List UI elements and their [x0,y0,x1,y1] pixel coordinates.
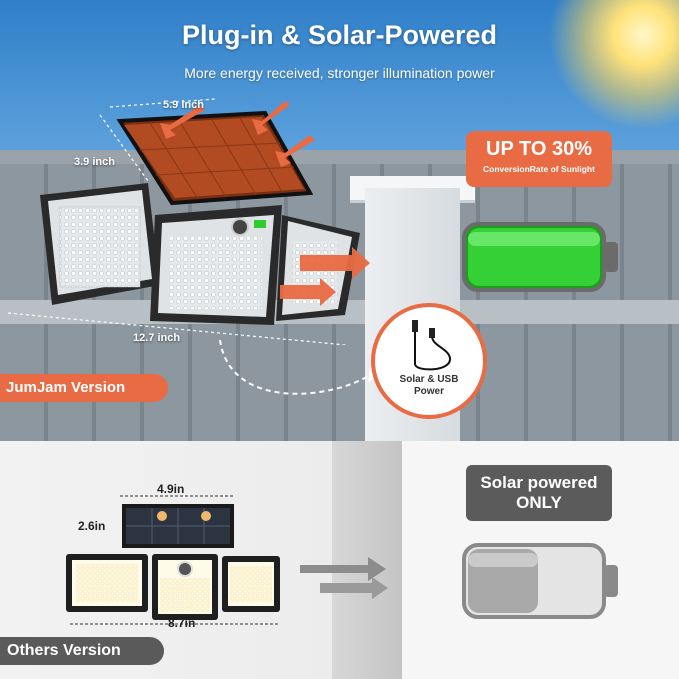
usb-power-line-1: Solar & USB [399,374,459,385]
page-subtitle: More energy received, stronger illuminat… [184,65,495,81]
others-light-illustration [66,495,280,625]
others-led-panel-left-icon [66,554,148,612]
wall-corner [332,441,402,679]
usb-cable-icon [412,320,451,371]
usb-power-badge [371,303,487,419]
others-beam-arrows [300,557,388,599]
panel-width-label: 5.9 inch [163,99,204,111]
half-battery-icon [462,543,618,619]
others-version-label: Others Version [0,637,164,665]
others-panel-width-label: 4.9in [157,482,185,496]
others-panel-height-label: 2.6in [78,519,106,533]
jumjam-version-label: JumJam Version [0,374,168,402]
usb-connection-curve [219,339,378,395]
led-panel-center-icon [150,205,282,325]
solar-only-line-1: Solar powered [480,473,598,492]
conversion-rate-caption: ConversionRate of Sunlight [483,164,595,174]
jumjam-light-illustration [7,98,370,345]
panel-height-label: 3.9 inch [74,156,115,168]
others-led-panel-center-icon [152,554,218,620]
light-width-label: 12.7 inch [133,332,181,344]
usb-power-line-2: Power [413,386,444,397]
others-solar-panel-icon [122,504,234,548]
jumjam-section: Plug-in & Solar-Powered More energy rece… [0,0,679,441]
others-light-width-label: 8.7in [168,616,196,630]
solar-only-line-2: ONLY [516,493,562,512]
conversion-rate-value: UP TO 30% [486,138,592,160]
others-led-panel-right-icon [222,556,280,612]
led-panel-left-icon [40,183,160,305]
page-title: Plug-in & Solar-Powered [181,20,498,50]
full-battery-icon [462,222,618,292]
conversion-rate-badge: UP TO 30% ConversionRate of Sunlight [466,131,612,187]
